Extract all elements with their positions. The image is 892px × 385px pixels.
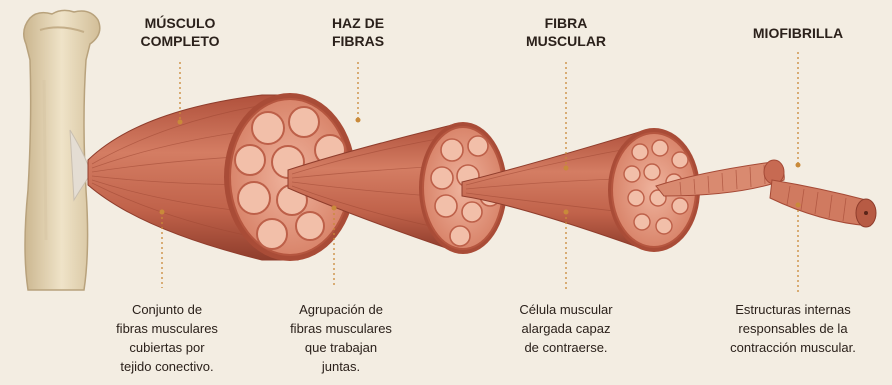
description-muscle-fiber: Célula muscular alargada capaz de contra…: [488, 300, 644, 357]
description-whole-muscle: Conjunto de fibras musculares cubiertas …: [92, 300, 242, 376]
description-fascicle: Agrupación de fibras musculares que trab…: [266, 300, 416, 376]
title-myofibril: MIOFIBRILLA: [728, 24, 868, 42]
title-fascicle: HAZ DE FIBRAS: [298, 14, 418, 50]
description-myofibril: Estructuras internas responsables de la …: [700, 300, 886, 357]
title-muscle-fiber: FIBRA MUSCULAR: [506, 14, 626, 50]
bone: [24, 10, 100, 290]
title-whole-muscle: MÚSCULO COMPLETO: [110, 14, 250, 50]
